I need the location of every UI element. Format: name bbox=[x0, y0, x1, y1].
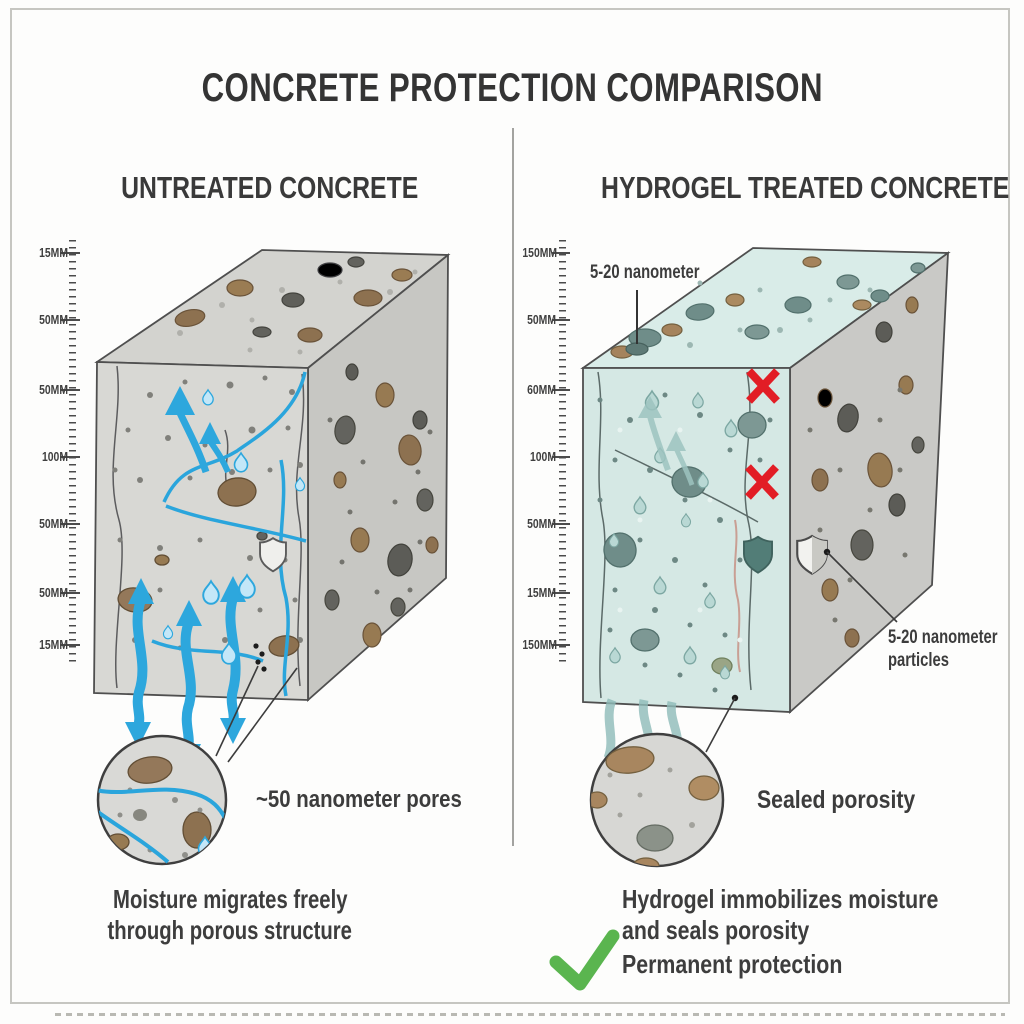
moisture-path-lines bbox=[151, 371, 307, 697]
ruler-label: 50MM bbox=[39, 585, 68, 600]
pores-side bbox=[807, 387, 908, 623]
ruler-label: 50MM bbox=[527, 516, 556, 531]
moisture-arrow-up bbox=[165, 386, 231, 474]
ruler-label: 60MM bbox=[527, 382, 556, 397]
particle-annotation: 5-20 nanometer particles bbox=[888, 627, 998, 671]
surface-annotation: 5-20 nanometer bbox=[590, 262, 700, 283]
pore-chain bbox=[253, 643, 267, 672]
sealed-crack bbox=[733, 519, 741, 673]
untreated-concrete-block bbox=[93, 249, 451, 770]
magnifier-circle-left bbox=[96, 734, 228, 866]
ruler-label: 150MM bbox=[522, 245, 558, 260]
ruler-label: 100M bbox=[529, 449, 556, 464]
ruler-label: 15MM bbox=[39, 637, 68, 652]
pore-leader-lines bbox=[215, 665, 298, 763]
right-panel-heading: HYDROGEL TREATED CONCRETE bbox=[601, 170, 1010, 205]
pores-front bbox=[597, 392, 773, 693]
ruler-label: 50MM bbox=[39, 312, 68, 327]
ruler-left bbox=[69, 240, 76, 664]
aggregate-stones-side bbox=[811, 296, 925, 648]
aggregate-stones-side bbox=[324, 363, 439, 648]
bottom-dashed-line bbox=[55, 1013, 1005, 1016]
page-title: CONCRETE PROTECTION COMPARISON bbox=[201, 66, 823, 110]
ruler-label: 100M bbox=[41, 449, 68, 464]
left-panel-heading: UNTREATED CONCRETE bbox=[121, 170, 419, 205]
ruler-label: 50MM bbox=[39, 516, 68, 531]
ruler-label: 15MM bbox=[39, 245, 68, 260]
pores-side bbox=[327, 417, 433, 595]
ruler-label: 50MM bbox=[39, 382, 68, 397]
panel-divider bbox=[512, 128, 514, 846]
sealed-annotation: Sealed porosity bbox=[757, 786, 916, 814]
page-border bbox=[10, 8, 1010, 1004]
benefit-text: Permanent protection bbox=[622, 949, 843, 979]
suppressed-moisture-arrows bbox=[638, 396, 695, 486]
left-caption: Moisture migrates freely through porous … bbox=[107, 884, 353, 945]
red-x-icon bbox=[745, 368, 780, 500]
treated-surface-spot bbox=[625, 342, 649, 356]
ruler-label: 15MM bbox=[527, 585, 556, 600]
nano-shield-icon bbox=[796, 534, 898, 623]
green-check-icon bbox=[549, 929, 620, 991]
treated-concrete-block bbox=[580, 247, 951, 753]
ruler-label: 50MM bbox=[527, 312, 556, 327]
magnifier-circle-right bbox=[589, 732, 725, 868]
ruler-right bbox=[559, 240, 566, 664]
ruler-label: 150MM bbox=[522, 637, 558, 652]
pebbles-top bbox=[637, 280, 873, 355]
pore-annotation: ~50 nanometer pores bbox=[256, 786, 462, 813]
right-caption: Hydrogel immobilizes moisture and seals … bbox=[622, 884, 939, 945]
pebbles-top bbox=[177, 269, 418, 355]
sealed-pore-leader bbox=[705, 694, 739, 753]
aggregate-stones-top bbox=[174, 256, 413, 343]
moisture-migration-arrows bbox=[132, 596, 241, 750]
